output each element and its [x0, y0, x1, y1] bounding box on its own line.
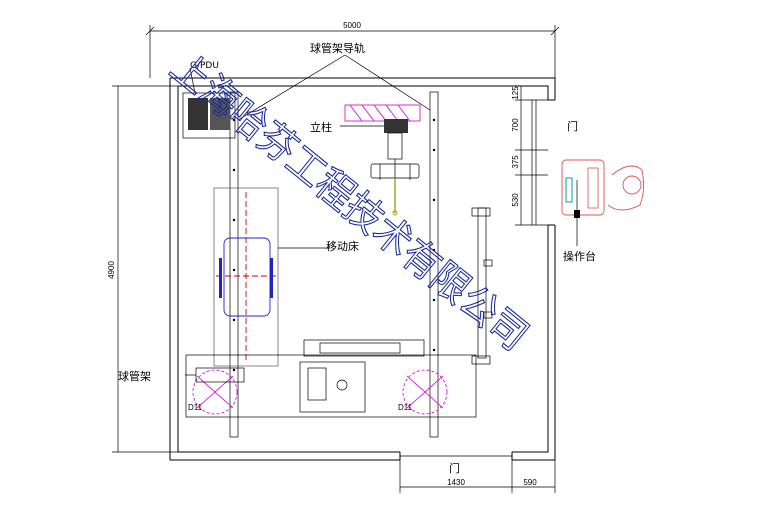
room-walls	[169, 77, 556, 461]
door-right-label: 门	[567, 119, 578, 133]
dim-right-375: 375	[511, 155, 520, 169]
dim-left-height: 4900	[107, 261, 116, 279]
dimension-lines	[112, 25, 560, 493]
table-label: 移动床	[326, 239, 359, 253]
mark-right: D11	[398, 403, 413, 412]
column-label: 立柱	[310, 120, 332, 134]
patient-table	[213, 187, 330, 367]
console-label: 操作台	[563, 249, 596, 263]
rail-label: 球管架导轨	[310, 41, 365, 55]
dim-right-700: 700	[511, 118, 520, 132]
dim-right-125: 125	[511, 86, 520, 100]
dim-right-530: 530	[511, 193, 520, 207]
pdu-label: G/PDU	[190, 61, 219, 71]
tube-stand-label: 球管架	[118, 369, 151, 383]
company-watermark: 上海哈芬工程技术有限公司	[162, 44, 537, 360]
dim-bottom-1430: 1430	[447, 478, 465, 487]
dim-top-width: 5000	[343, 21, 361, 30]
column-tube-head	[340, 104, 421, 216]
door-bottom-label: 门	[449, 461, 460, 475]
tube-stand-base	[185, 339, 477, 418]
dim-bottom-590: 590	[523, 478, 537, 487]
wall-bucky-stand	[471, 207, 493, 365]
tube-stand-rails	[229, 54, 439, 438]
mark-left: D11	[188, 403, 203, 412]
operator-console	[561, 159, 645, 246]
pdu-cabinet	[182, 67, 236, 139]
